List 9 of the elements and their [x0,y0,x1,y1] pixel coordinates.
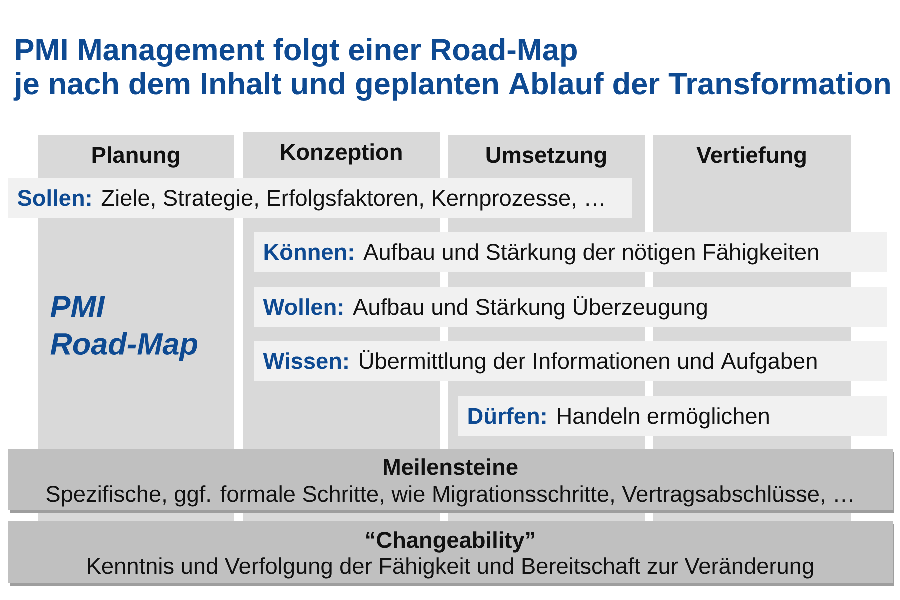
text-bar: Wissen: Übermittlung der Informationen und Aufgaben [254,341,888,382]
heading-band: Meilensteine Spezifische, ggf. formale Schritte, wie Migrationsschritte, Vertragsabschlüsse, … [8,449,894,513]
text-bar: Wollen: Aufbau und Stärkung Überzeugung [254,287,888,328]
text-bar: Sollen: Ziele, Strategie, Erfolgsfaktoren, Kernprozesse, … [8,178,632,218]
title: PMI Management folgt einer Road-Map je nach dem Inhalt und geplanten Ablauf der Transformation [14,38,890,101]
heading-band: “Changeability” Kenntnis und Verfolgung der Fähigkeit und Bereitschaft zur Veränderung [8,521,894,586]
text-bar: Dürfen: Handeln ermöglichen [458,396,888,436]
road-map-title: PMI Road-Map [50,296,198,362]
text-bar: Können: Aufbau und Stärkung der nötigen Fähigkeiten [254,232,888,272]
